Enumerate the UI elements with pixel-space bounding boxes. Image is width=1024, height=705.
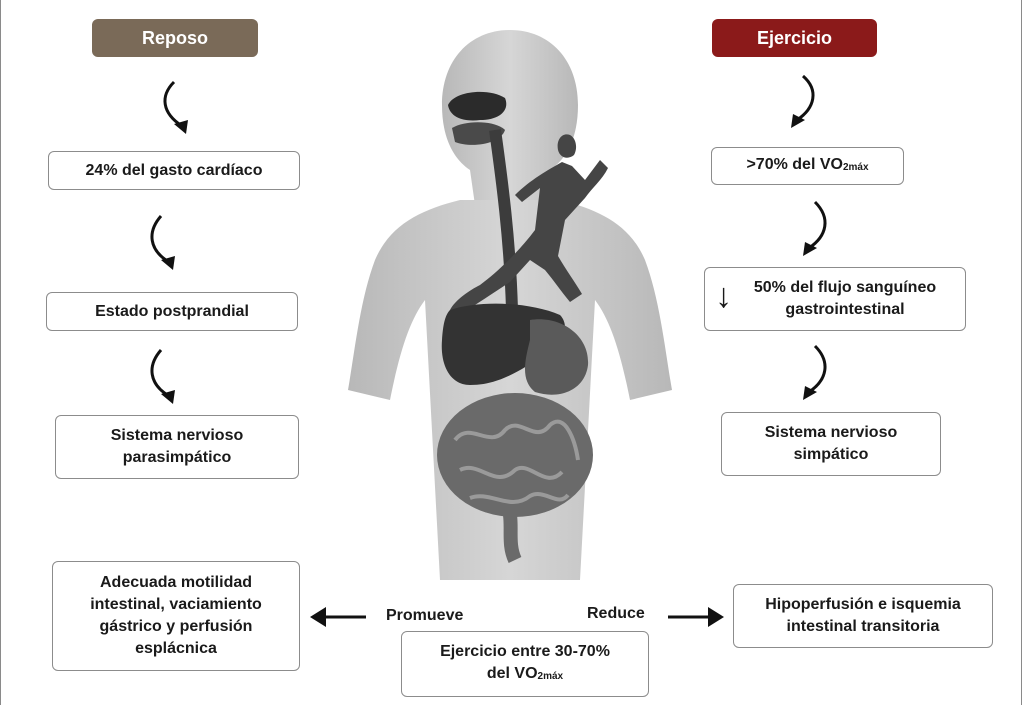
curl-arrow-left-1 bbox=[163, 80, 188, 134]
reduces-label: Reduce bbox=[587, 605, 645, 622]
exercise-range-line2: del VO2máx bbox=[486, 664, 564, 682]
hypoperfusion-box: Hipoperfusión e isquemia intestinal tran… bbox=[733, 584, 993, 648]
cardiac-output-text: 24% del gasto cardíaco bbox=[85, 161, 263, 179]
down-arrow-icon: ↓ bbox=[715, 277, 732, 315]
exercise-range-line1: Ejercicio entre 30-70% bbox=[440, 642, 610, 660]
rectum bbox=[503, 514, 522, 563]
esophagus bbox=[489, 129, 518, 311]
intestinal-motility-box: Adecuada motilidad intestinal, vaciamien… bbox=[52, 561, 300, 671]
curl-arrow-left-2 bbox=[150, 215, 175, 270]
curl-arrow-right-3 bbox=[803, 344, 827, 400]
body-head bbox=[442, 30, 578, 205]
vo2max-box: >70% del VO2máx bbox=[711, 147, 904, 185]
postprandial-box: Estado postprandial bbox=[46, 292, 298, 331]
curl-arrow-right-2 bbox=[803, 200, 827, 256]
intestine-coils bbox=[453, 419, 580, 504]
gi-blood-flow-text: 50% del flujo sanguíneo gastrointestinal bbox=[753, 279, 937, 318]
hypoperfusion-text: Hipoperfusión e isquemia intestinal tran… bbox=[765, 596, 961, 635]
promotes-label: Promueve bbox=[386, 607, 464, 624]
vo2max-text: >70% del VO2máx bbox=[746, 155, 869, 173]
cardiac-output-box: 24% del gasto cardíaco bbox=[48, 151, 300, 190]
postprandial-text: Estado postprandial bbox=[95, 302, 249, 320]
parasympathetic-text: Sistema nervioso parasimpático bbox=[110, 427, 244, 466]
right-frame-line bbox=[1021, 0, 1022, 705]
intestinal-motility-text: Adecuada motilidad intestinal, vaciamien… bbox=[90, 574, 262, 657]
curl-arrow-right-1 bbox=[791, 74, 815, 128]
nasal-cavity bbox=[448, 91, 507, 121]
body-torso bbox=[348, 200, 672, 580]
arrow-left-icon bbox=[310, 607, 366, 627]
sympathetic-text: Sistema nervioso simpático bbox=[764, 424, 898, 463]
intestines bbox=[437, 393, 593, 517]
exercise-range-box: Ejercicio entre 30-70% del VO2máx bbox=[401, 631, 649, 697]
curl-arrow-left-3 bbox=[150, 349, 175, 404]
exercise-header: Ejercicio bbox=[712, 19, 877, 57]
sympathetic-box: Sistema nervioso simpático bbox=[721, 412, 941, 476]
arrow-right-icon bbox=[668, 607, 724, 627]
rest-header: Reposo bbox=[92, 19, 258, 57]
runner-silhouette bbox=[450, 134, 608, 315]
human-body-illustration bbox=[348, 30, 672, 580]
parasympathetic-box: Sistema nervioso parasimpático bbox=[55, 415, 299, 479]
stomach bbox=[525, 319, 589, 395]
gi-blood-flow-box: ↓ 50% del flujo sanguíneo gastrointestin… bbox=[704, 267, 966, 331]
left-frame-line bbox=[0, 0, 1, 705]
